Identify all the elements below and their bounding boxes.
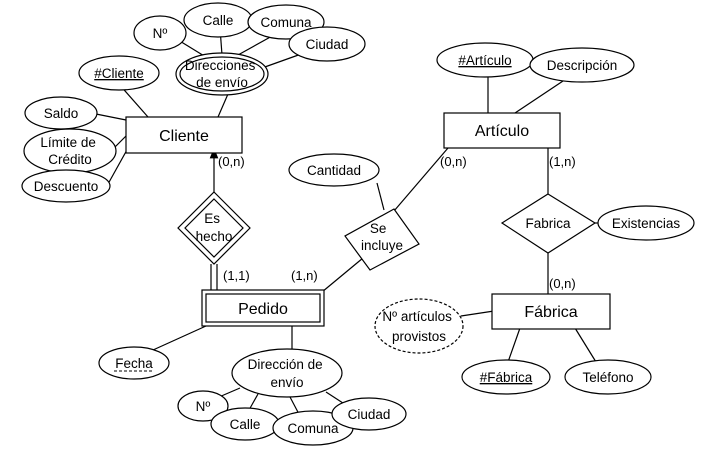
svg-text:Límite de Crédito: Límite de Crédito bbox=[40, 135, 99, 167]
es-hecho-line2: hecho bbox=[196, 229, 233, 244]
attribute-direccion-envio: Dirección de envío bbox=[231, 348, 343, 398]
svg-text:Fabrica: Fabrica bbox=[525, 216, 571, 231]
svg-text:Artículo: Artículo bbox=[475, 123, 529, 140]
card-fabrica-fabrica: (0,n) bbox=[549, 276, 576, 291]
svg-text:Pedido: Pedido bbox=[238, 301, 288, 318]
entity-articulo: Artículo bbox=[443, 112, 561, 149]
svg-text:Ciudad: Ciudad bbox=[306, 37, 349, 52]
direccion-envio-line1: Dirección de bbox=[248, 357, 323, 372]
se-incluye-line2: incluye bbox=[361, 238, 403, 253]
svg-text:Comuna: Comuna bbox=[287, 421, 339, 436]
attribute-ciudad-bottom: Ciudad bbox=[331, 397, 407, 431]
svg-text:Fecha: Fecha bbox=[115, 356, 153, 371]
svg-text:Dirección de envío: Dirección de envío bbox=[248, 357, 327, 390]
svg-text:Existencias: Existencias bbox=[612, 216, 681, 231]
n-articulos-line1: Nº artículos bbox=[382, 309, 452, 324]
es-hecho-line1: Es bbox=[204, 211, 220, 226]
attribute-fecha: Fecha bbox=[98, 346, 170, 380]
attribute-fabrica-key: #Fábrica bbox=[461, 359, 551, 395]
svg-text:Teléfono: Teléfono bbox=[582, 370, 633, 385]
direcciones-envio-line1: Direcciones bbox=[185, 58, 256, 73]
svg-text:Comuna: Comuna bbox=[260, 15, 312, 30]
attribute-ciudad-top: Ciudad bbox=[288, 26, 366, 62]
attribute-calle-bottom: Calle bbox=[210, 407, 280, 441]
svg-text:Fábrica: Fábrica bbox=[524, 304, 577, 321]
attribute-descuento: Descuento bbox=[21, 169, 111, 203]
svg-text:#Fábrica: #Fábrica bbox=[480, 370, 533, 385]
attribute-existencias: Existencias bbox=[597, 205, 695, 241]
relationship-fabrica: Fabrica bbox=[500, 193, 597, 254]
card-pedido-se-incluye: (1,n) bbox=[291, 268, 318, 283]
svg-text:Nº artículos provistos: Nº artículos provistos bbox=[382, 309, 455, 344]
svg-text:Direcciones de envío: Direcciones de envío bbox=[185, 58, 259, 90]
attribute-descripcion: Descripción bbox=[529, 47, 635, 83]
card-pedido-es-hecho: (1,1) bbox=[223, 268, 250, 283]
limite-credito-line2: Crédito bbox=[48, 152, 92, 167]
svg-text:Calle: Calle bbox=[230, 417, 261, 432]
card-articulo-fabrica: (1,n) bbox=[549, 154, 576, 169]
relationship-es-hecho: Es hecho bbox=[177, 191, 251, 265]
se-incluye-line1: Se bbox=[370, 221, 387, 236]
attribute-n-articulos-provistos: Nº artículos provistos bbox=[374, 298, 464, 354]
direcciones-envio-line2: de envío bbox=[196, 75, 248, 90]
card-cliente-es-hecho: (0,n) bbox=[218, 154, 245, 169]
attribute-cantidad: Cantidad bbox=[288, 153, 380, 187]
svg-text:Ciudad: Ciudad bbox=[348, 407, 391, 422]
svg-text:Cantidad: Cantidad bbox=[307, 163, 361, 178]
attribute-cliente-key: #Cliente bbox=[78, 55, 160, 91]
svg-text:Nº: Nº bbox=[196, 399, 211, 414]
svg-text:Es hecho: Es hecho bbox=[196, 211, 233, 244]
attribute-direcciones-envio: Direcciones de envío bbox=[175, 52, 269, 96]
svg-text:Descripción: Descripción bbox=[547, 58, 618, 73]
svg-text:Cliente: Cliente bbox=[159, 128, 209, 145]
attribute-no-bottom: Nº bbox=[177, 390, 229, 422]
svg-text:Saldo: Saldo bbox=[44, 106, 79, 121]
attribute-telefono: Teléfono bbox=[564, 359, 652, 395]
svg-text:Descuento: Descuento bbox=[34, 179, 99, 194]
attribute-no-top: Nº bbox=[133, 15, 187, 51]
limite-credito-line1: Límite de bbox=[40, 135, 96, 150]
attribute-limite-credito: Límite de Crédito bbox=[23, 128, 117, 174]
svg-text:#Cliente: #Cliente bbox=[94, 66, 144, 81]
entity-pedido: Pedido bbox=[201, 289, 325, 327]
entity-cliente: Cliente bbox=[125, 116, 243, 154]
attribute-saldo: Saldo bbox=[24, 96, 98, 130]
attribute-calle-top: Calle bbox=[183, 2, 253, 38]
relationship-se-incluye: Se incluye bbox=[344, 208, 420, 271]
direccion-envio-line2: envío bbox=[270, 375, 303, 390]
svg-text:Nº: Nº bbox=[153, 26, 168, 41]
card-articulo-se-incluye: (0,n) bbox=[440, 154, 467, 169]
svg-text:Calle: Calle bbox=[203, 13, 234, 28]
entity-fabrica: Fábrica bbox=[491, 293, 611, 330]
attribute-articulo-key: #Artículo bbox=[436, 42, 534, 78]
n-articulos-line2: provistos bbox=[392, 329, 446, 344]
svg-text:#Artículo: #Artículo bbox=[458, 53, 511, 68]
svg-text:Se incluye: Se incluye bbox=[361, 221, 403, 253]
